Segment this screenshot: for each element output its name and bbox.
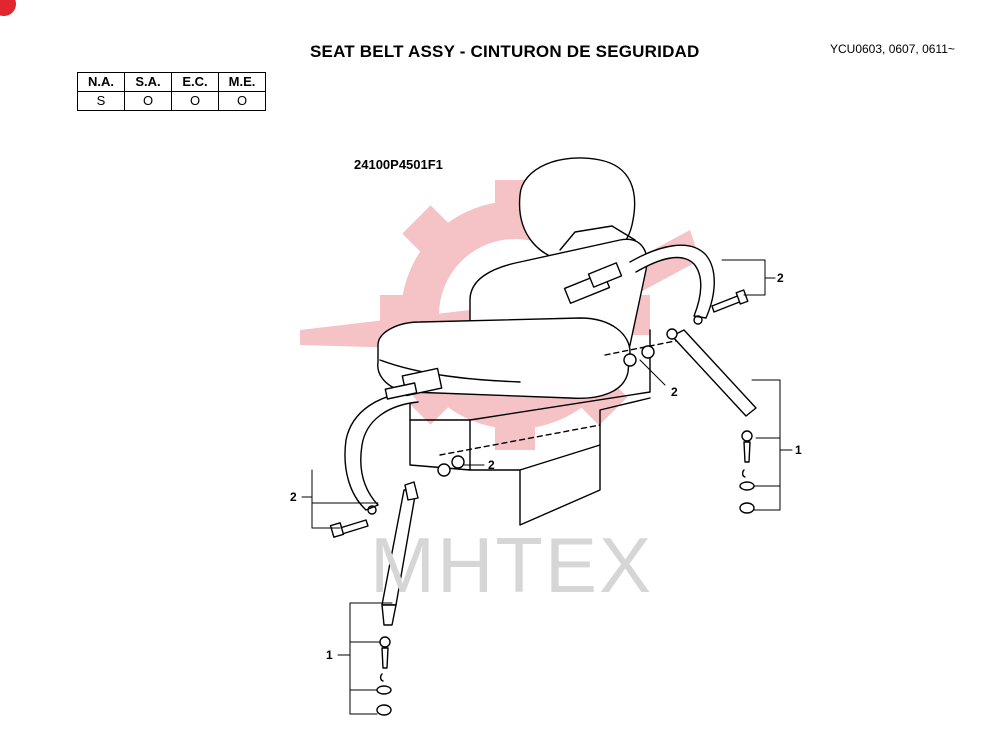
bolt-upper-right bbox=[711, 289, 749, 313]
market-val-me: O bbox=[218, 91, 266, 111]
market-col-me: M.E. bbox=[218, 72, 266, 92]
callout-1-left: 1 bbox=[326, 648, 333, 662]
right-anchor-strap bbox=[666, 328, 757, 417]
left-lap-belt bbox=[344, 367, 443, 515]
callout-1-right: 1 bbox=[795, 443, 802, 457]
headrest bbox=[518, 157, 636, 264]
nuts-center bbox=[437, 345, 655, 477]
corner-logo-mark bbox=[0, 0, 16, 16]
market-table-value-row: S O O O bbox=[77, 91, 266, 111]
watermark-text: MHTEX bbox=[370, 521, 653, 609]
part-number-label: 24100P4501F1 bbox=[354, 157, 443, 172]
market-table-header-row: N.A. S.A. E.C. M.E. bbox=[77, 72, 266, 92]
right-eyebolt-stack bbox=[739, 430, 755, 514]
serial-range: YCU0603, 0607, 0611~ bbox=[830, 42, 955, 56]
callout-2-center-left: 2 bbox=[488, 458, 495, 472]
bolt-lower-left bbox=[329, 519, 369, 538]
market-val-na: S bbox=[77, 91, 125, 111]
right-belt bbox=[563, 244, 715, 325]
left-eyebolt-stack bbox=[376, 636, 392, 716]
page-title: SEAT BELT ASSY - CINTURON DE SEGURIDAD bbox=[310, 42, 700, 61]
callout-brackets bbox=[301, 259, 793, 715]
left-anchor-strap bbox=[381, 481, 419, 626]
callout-2-upper-right: 2 bbox=[777, 271, 784, 285]
callout-2-lower-left: 2 bbox=[290, 490, 297, 504]
callout-2-center-right: 2 bbox=[671, 385, 678, 399]
market-table: N.A. S.A. E.C. M.E. S O O O bbox=[77, 72, 266, 111]
